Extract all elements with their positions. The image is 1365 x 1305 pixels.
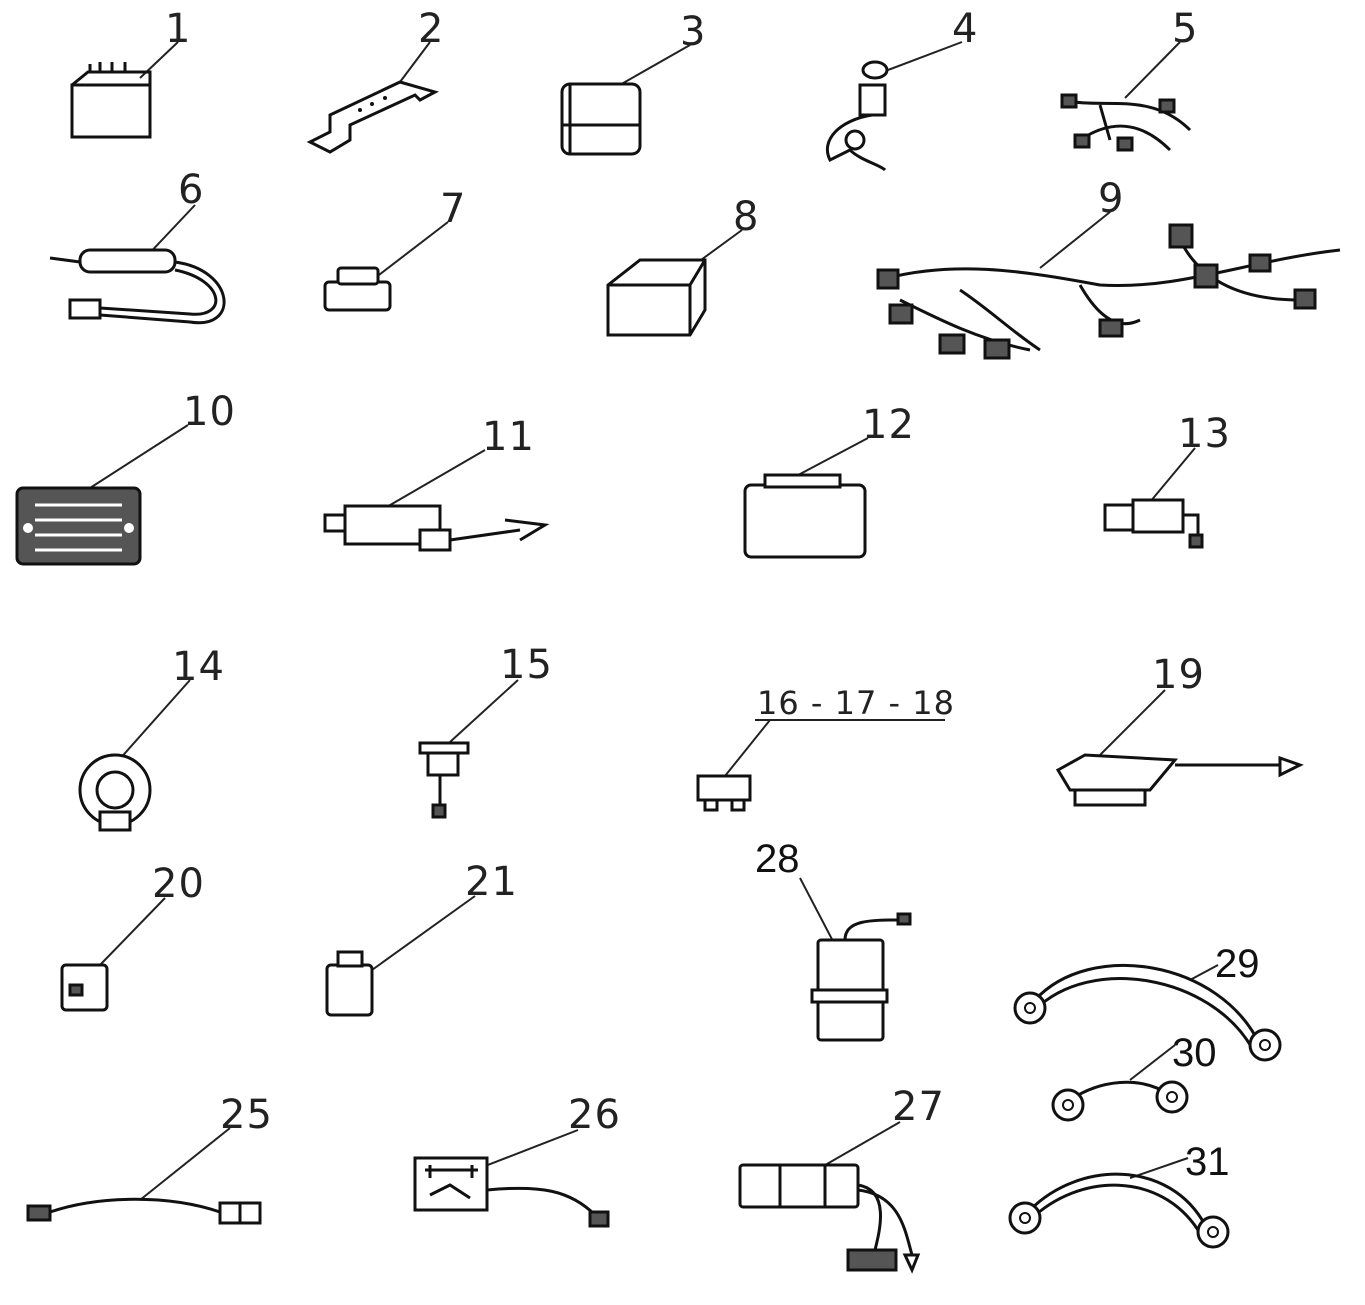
part-28-starter-relay: 28 [755,837,912,1042]
part-label-5: 5 [1172,6,1198,52]
part-5-wire-harness: 5 [1060,6,1198,152]
part-14-horn: 14 [78,644,225,832]
part-label-12: 12 [862,402,915,448]
part-11-ignition-coil: 11 [323,414,550,552]
part-label-20: 20 [152,861,205,907]
part-label-11: 11 [482,414,535,460]
part-label-31: 31 [1185,1140,1230,1184]
part-13-sensor: 13 [1103,411,1231,549]
part-2-bracket: 2 [306,6,444,154]
part-label-13: 13 [1178,411,1231,457]
part-6-spark-plug-cap: 6 [49,167,226,325]
part-12-control-unit: 12 [743,402,915,559]
part-10-regulator-rectifier: 10 [15,389,236,566]
part-label-28: 28 [755,837,800,881]
part-1-relay-box: 1 [70,6,191,139]
part-19-tilt-sensor: 19 [1055,652,1304,807]
part-label-9: 9 [1098,176,1124,222]
part-label-30: 30 [1172,1031,1217,1075]
part-7-starter-relay: 7 [323,186,465,312]
part-25-wire-lead: 25 [26,1092,273,1225]
part-label-16-17-18: 16 - 17 - 18 [757,684,955,722]
part-15-switch: 15 [418,642,553,819]
part-label-27: 27 [892,1084,945,1130]
part-4-ignition-switch: 4 [825,6,977,172]
part-label-29: 29 [1215,942,1260,986]
part-27-starter-relay-assembly: 27 [738,1084,945,1274]
part-20-relay: 20 [60,861,205,1012]
part-3-cdi-unit: 3 [560,9,705,156]
part-16-17-18-fuse: 16 - 17 - 18 [696,684,955,812]
part-label-15: 15 [500,642,553,688]
part-label-10: 10 [183,389,236,435]
part-label-6: 6 [178,167,204,213]
part-label-2: 2 [418,6,444,52]
part-label-19: 19 [1152,652,1205,698]
part-8-battery: 8 [606,194,758,337]
part-31-battery-cable: 31 [1008,1140,1230,1249]
part-29-battery-cable: 29 [1013,942,1282,1062]
part-26-wiring-module: 26 [413,1092,620,1228]
part-label-1: 1 [165,6,191,52]
part-30-ground-cable: 30 [1051,1031,1217,1122]
part-9-main-wiring-harness: 9 [876,176,1341,360]
part-label-25: 25 [220,1092,273,1138]
part-label-14: 14 [172,644,225,690]
part-21-relay: 21 [325,859,517,1017]
